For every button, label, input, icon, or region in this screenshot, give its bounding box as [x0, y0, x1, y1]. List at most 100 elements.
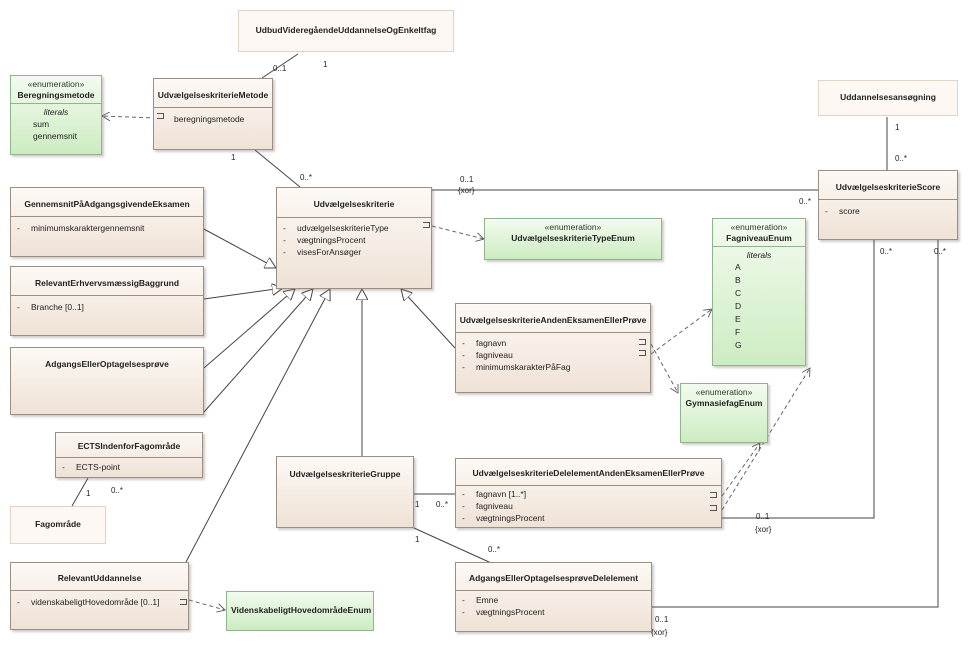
- visibility-marker: -: [462, 513, 465, 523]
- multiplicity-label: 0..*: [799, 197, 812, 206]
- attribute: fagniveau: [476, 350, 513, 360]
- enum-videnskabeligthovedomraade[interactable]: VidenskabeligtHovedområdeEnum: [226, 591, 374, 631]
- port-icon: [639, 350, 646, 356]
- assoc-delelement-score: [722, 240, 875, 519]
- class-udvaelgelseskriterie[interactable]: Udvælgelseskriterie - udvælgelseskriterie…: [276, 187, 432, 289]
- enum-gymnasiefag-name: GymnasiefagEnum: [685, 398, 763, 408]
- enum-beregningsmetode[interactable]: «enumeration» Beregningsmetode literals …: [10, 75, 102, 155]
- assoc-gruppe-adgangsdel: [413, 527, 501, 568]
- attribute: minimumskarakterPåFag: [476, 362, 571, 372]
- visibility-marker: -: [283, 247, 286, 257]
- class-delelement-name: UdvælgelseskriterieDelelementAndenEksame…: [472, 468, 705, 478]
- multiplicity-label: 1: [415, 500, 420, 509]
- multiplicity-label: 1: [415, 535, 420, 544]
- port-icon: [639, 339, 646, 345]
- multiplicity-label: 0..1: [460, 175, 474, 184]
- gen-gennemsnit: [201, 227, 276, 268]
- class-gennemsnit[interactable]: GennemsnitPåAdgangsgivendeEksamen -minim…: [10, 187, 204, 257]
- dep-relevant-videnskab: [188, 599, 225, 610]
- dep-metode-beregning: [102, 116, 158, 118]
- enum-udvaelgelseskriterietype[interactable]: «enumeration» UdvælgelseskriterieTypeEnu…: [484, 218, 662, 260]
- class-udvaelgelseskriteriegruppe[interactable]: UdvælgelseskriterieGruppe: [276, 456, 414, 528]
- literal-item: G: [735, 340, 742, 350]
- assoc-udbud-metode: [261, 53, 299, 79]
- enum-fagniveau-name: FagniveauEnum: [726, 233, 792, 243]
- visibility-marker: -: [462, 350, 465, 360]
- enum-gymnasiefag-stereotype: «enumeration»: [695, 387, 753, 397]
- multiplicity-label: 0..*: [895, 154, 908, 163]
- class-relevantuddannelse-name: RelevantUddannelse: [57, 573, 142, 583]
- literal-item: E: [735, 314, 741, 324]
- class-delelement[interactable]: UdvælgelseskriterieDelelementAndenEksame…: [455, 458, 722, 528]
- attribute: vægtningsProcent: [476, 607, 545, 617]
- class-gennemsnit-name: GennemsnitPåAdgangsgivendeEksamen: [24, 199, 190, 209]
- enum-beregningsmetode-stereotype: «enumeration»: [27, 79, 85, 89]
- class-adgangsdelelement[interactable]: AdgangsEllerOptagelsesprøveDelelement -E…: [455, 562, 652, 632]
- attribute: fagnavn: [476, 338, 507, 348]
- multiplicity-label: 0..1: [655, 615, 669, 624]
- literal-item: B: [735, 275, 741, 285]
- port-icon: [180, 599, 187, 605]
- visibility-marker: -: [283, 235, 286, 245]
- visibility-marker: -: [17, 302, 20, 312]
- attribute: videnskabeligtHovedområde [0..1]: [31, 597, 160, 607]
- class-udvaelgelseskriteriegruppe-name: UdvælgelseskriterieGruppe: [289, 469, 401, 479]
- port-icon: [423, 222, 430, 228]
- enum-gymnasiefag[interactable]: «enumeration» GymnasiefagEnum: [680, 383, 768, 443]
- enum-videnskabeligthovedomraade-name: VidenskabeligtHovedområdeEnum: [231, 605, 372, 615]
- class-adgangsprove-name: AdgangsEllerOptagelsesprøve: [45, 359, 169, 369]
- class-udvaelgelseskriterie-name: Udvælgelseskriterie: [313, 199, 395, 209]
- visibility-marker: -: [17, 597, 20, 607]
- literal-item: sum: [33, 119, 50, 129]
- multiplicity-label: 0..*: [488, 545, 501, 554]
- multiplicity-label: 0..1: [756, 512, 770, 521]
- assoc-ects-fagomraade: [71, 477, 89, 507]
- class-fagomraade-name: Fagområde: [35, 519, 81, 529]
- multiplicity-label: 0..*: [300, 173, 313, 182]
- visibility-marker: -: [462, 338, 465, 348]
- class-adgangsdelelement-name: AdgangsEllerOptagelsesprøveDelelement: [468, 573, 639, 583]
- class-adgangsprove[interactable]: AdgangsEllerOptagelsesprøve: [10, 347, 204, 415]
- class-ectsindenforfagomraade-name: ECTSIndenforFagområde: [77, 441, 181, 451]
- port-icon: [710, 492, 717, 498]
- attribute: beregningsmetode: [174, 114, 245, 124]
- class-fagomraade[interactable]: Fagområde: [10, 506, 106, 544]
- class-relevantuddannelse[interactable]: RelevantUddannelse - videnskabeligtHovedo…: [10, 562, 189, 630]
- attribute: vægtningsProcent: [476, 513, 545, 523]
- multiplicity-label: 0..*: [111, 486, 124, 495]
- class-relevanterhverv-name: RelevantErhvervsmæssigBaggrund: [34, 278, 180, 288]
- enum-fagniveau[interactable]: «enumeration» FagniveauEnum literals A B…: [712, 218, 806, 366]
- attribute: udvælgelseskriterieType: [297, 223, 389, 233]
- class-uddannelsesansoegning[interactable]: Uddannelsesansøgning: [818, 80, 958, 116]
- class-udvaelgelseskriteriemetode-name: UdvælgelseskriterieMetode: [157, 90, 269, 100]
- multiplicity-label: 0..1: [273, 64, 287, 73]
- class-ectsindenforfagomraade[interactable]: ECTSIndenforFagområde -ECTS-point: [55, 432, 203, 478]
- literal-item: C: [735, 288, 742, 298]
- attribute: vægtningsProcent: [297, 235, 366, 245]
- class-udvaelgelseskriteriescore-name: UdvælgelseskriterieScore: [835, 182, 941, 192]
- assoc-adgangsdel-score: [652, 240, 939, 608]
- literal-item: D: [735, 301, 742, 311]
- multiplicity-label: 0..*: [934, 247, 947, 256]
- class-udvaelgelseskriteriemetode[interactable]: UdvælgelseskriterieMetode beregningsmeto…: [153, 78, 273, 150]
- dep-kriterie-typeenum: [431, 225, 484, 239]
- xor-constraint: {xor}: [458, 186, 475, 195]
- attribute: score: [839, 206, 860, 216]
- literal-item: A: [735, 262, 741, 272]
- class-udbud[interactable]: UdbudVideregåendeUddannelseOgEnkeltfag: [238, 10, 454, 52]
- dep-anden-gymnasie: [650, 343, 678, 393]
- class-udbud-name: UdbudVideregåendeUddannelseOgEnkeltfag: [255, 25, 437, 35]
- enum-beregningsmetode-name: Beregningsmetode: [17, 90, 95, 100]
- class-andeneksamen[interactable]: UdvælgelseskriterieAndenEksamenEllerPrøv…: [455, 303, 651, 393]
- visibility-marker: -: [462, 595, 465, 605]
- gen-adgangsprove: [203, 289, 295, 369]
- attribute: ECTS-point: [76, 462, 120, 472]
- multiplicity-label: 1: [323, 60, 328, 69]
- enum-beregningsmetode-section: literals: [43, 107, 69, 117]
- port-icon: [710, 505, 717, 511]
- assoc-metode-kriterie: [254, 149, 301, 188]
- class-udvaelgelseskriteriescore[interactable]: UdvælgelseskriterieScore -score: [818, 170, 958, 240]
- class-relevanterhverv[interactable]: RelevantErhvervsmæssigBaggrund - Branche …: [10, 266, 204, 336]
- attribute: Branche [0..1]: [31, 302, 84, 312]
